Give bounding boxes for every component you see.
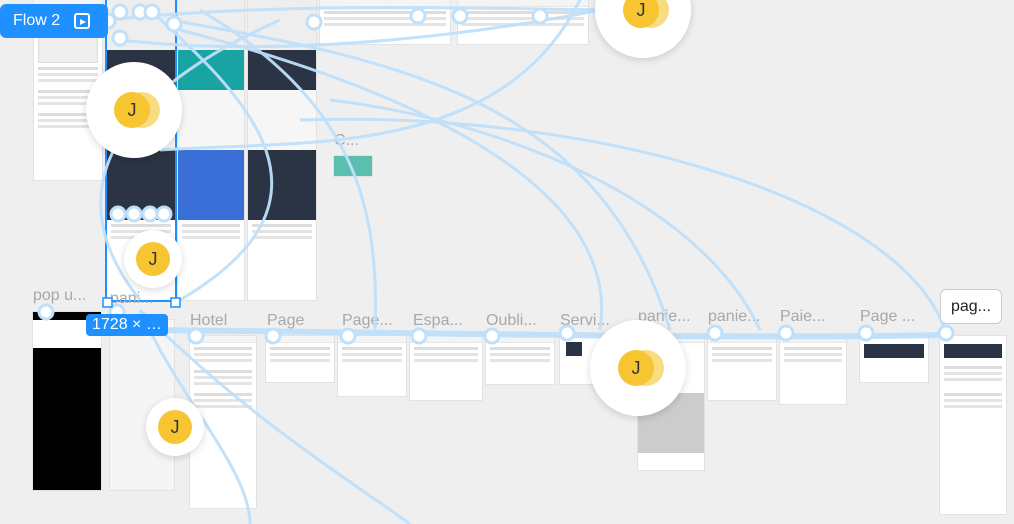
frame-label: Page — [267, 312, 305, 329]
frame-thumbnail[interactable] — [708, 336, 776, 400]
selected-frame-label[interactable]: pag... — [940, 289, 1002, 324]
play-frame-icon — [74, 13, 91, 29]
frame-label: Page ... — [860, 308, 916, 325]
collaborator-avatar[interactable]: J — [86, 62, 182, 158]
avatar-initial: J — [136, 242, 170, 276]
avatar-initial: J — [618, 350, 654, 386]
frame-label: pop u... — [33, 287, 87, 304]
avatar-initial: J — [158, 410, 192, 444]
frame-thumbnail[interactable] — [33, 312, 101, 490]
frame-label: pani... — [110, 290, 154, 307]
frame-label: Page... — [342, 312, 393, 329]
frame-thumbnail[interactable] — [190, 336, 256, 508]
frame-label: Espa... — [413, 312, 463, 329]
frame-thumbnail[interactable] — [338, 336, 406, 396]
frame-label: Servi... — [560, 312, 610, 329]
flow-start-button[interactable]: Flow 2 — [0, 4, 108, 38]
collaborator-avatar[interactable]: J — [590, 320, 686, 416]
frame-label: Oubli... — [486, 312, 537, 329]
frame-label: Paie... — [780, 308, 826, 325]
avatar-initial: J — [623, 0, 659, 28]
avatar-initial: J — [114, 92, 150, 128]
frame-thumbnail[interactable] — [780, 336, 846, 404]
frame-thumbnail[interactable] — [486, 336, 554, 384]
frame-thumbnail[interactable] — [860, 336, 928, 382]
frame-thumbnail[interactable] — [940, 336, 1006, 514]
collaborator-avatar[interactable]: J — [146, 398, 204, 456]
frame-label: panie... — [708, 308, 761, 325]
frame-thumbnail[interactable] — [334, 156, 372, 176]
collaborator-avatar[interactable]: J — [124, 230, 182, 288]
frame-thumbnail[interactable] — [266, 336, 334, 382]
selection-dimensions-badge: 1728 × … — [86, 314, 168, 336]
frame-thumbnail[interactable] — [410, 336, 482, 400]
frame-label: Hotel — [190, 312, 228, 329]
flow-label: Flow 2 — [13, 12, 61, 29]
frame-thumbnail[interactable] — [178, 0, 244, 300]
